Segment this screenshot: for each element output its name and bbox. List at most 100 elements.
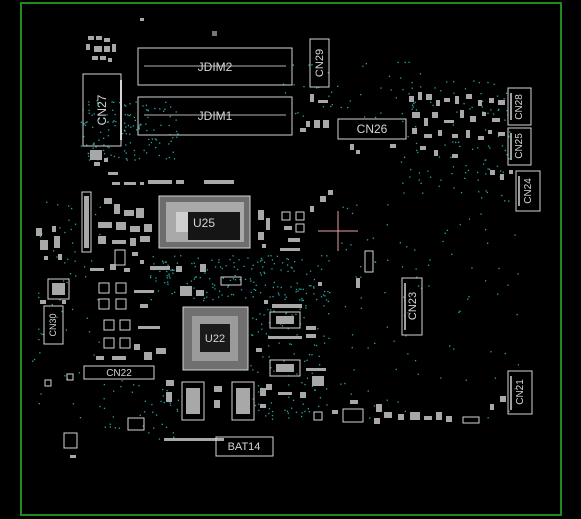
via-dot (39, 352, 41, 354)
via-dot (459, 310, 461, 312)
via-dot (304, 360, 306, 362)
via-dot (329, 292, 331, 294)
u25-chip[interactable]: U25 (158, 195, 251, 249)
via-dot (490, 109, 492, 111)
cn26-connector[interactable]: CN26 (337, 118, 407, 140)
via-dot (503, 98, 505, 100)
via-dot (505, 92, 508, 94)
via-dot (327, 300, 330, 303)
via-dot (465, 165, 467, 167)
via-dot (341, 242, 343, 244)
via-dot (162, 388, 164, 391)
via-dot (144, 400, 146, 402)
via-dot (486, 191, 488, 194)
via-dot (297, 290, 299, 292)
cn22-connector[interactable]: CN22 (83, 365, 155, 380)
cn29-connector[interactable]: CN29 (309, 38, 330, 88)
via-dot (483, 163, 485, 165)
via-dot (103, 398, 105, 400)
via-dot (172, 151, 174, 153)
cn23-connector[interactable]: CN23 (401, 277, 423, 336)
via-dot (233, 262, 235, 264)
via-dot (166, 389, 168, 392)
via-dot (92, 126, 94, 128)
via-dot (151, 138, 153, 140)
via-dot (135, 101, 137, 103)
via-dot (318, 405, 320, 407)
via-dot (252, 296, 254, 298)
via-dot (170, 269, 172, 272)
cn25-connector[interactable]: CN25 (507, 127, 532, 166)
via-dot (88, 104, 90, 106)
via-dot (351, 212, 354, 215)
via-dot (160, 400, 162, 402)
via-dot (388, 75, 391, 77)
via-dot (92, 147, 94, 149)
via-dot (169, 115, 171, 118)
via-dot (446, 229, 449, 231)
cn30-connector[interactable]: CN30 (43, 305, 64, 345)
cn28-connector[interactable]: CN28 (507, 87, 532, 126)
via-dot (276, 255, 279, 257)
via-dot (485, 229, 487, 231)
via-dot (124, 122, 126, 124)
u22-chip[interactable]: U22 (182, 306, 249, 371)
cn21-connector[interactable]: CN21 (507, 370, 533, 415)
via-dot (225, 265, 227, 267)
via-dot (464, 172, 467, 174)
jdim1-connector[interactable]: JDIM1 (137, 96, 293, 136)
via-dot (159, 142, 161, 144)
via-dot (88, 331, 91, 333)
via-dot (407, 312, 409, 314)
via-dot (418, 172, 421, 174)
via-dot (186, 282, 188, 285)
via-dot (86, 144, 88, 146)
jdim2-connector[interactable]: JDIM2 (137, 47, 293, 86)
u22-upper-parts (90, 264, 242, 360)
via-dot (281, 262, 284, 264)
u22-right-parts (256, 282, 326, 421)
via-dot (308, 354, 311, 356)
cn24-connector[interactable]: CN24 (515, 170, 541, 212)
via-dot (323, 290, 326, 293)
bat14-battery[interactable]: BAT14 (215, 436, 274, 457)
via-dot (477, 171, 479, 174)
via-dot (40, 393, 42, 395)
side-flex-connector (81, 191, 92, 253)
via-dot (331, 104, 333, 106)
via-dot (344, 306, 347, 308)
via-dot (267, 255, 270, 257)
via-dot (155, 280, 157, 282)
via-dot (471, 267, 473, 269)
via-dot (458, 141, 460, 143)
via-dot (133, 116, 135, 118)
via-dot (414, 249, 416, 251)
via-dot (451, 173, 453, 175)
via-dot (351, 347, 353, 349)
via-dot (227, 295, 229, 297)
via-dot (400, 77, 402, 79)
via-dot (127, 114, 129, 116)
cn27-connector[interactable]: CN27 (82, 73, 122, 147)
via-dot (32, 360, 34, 362)
via-dot (301, 415, 303, 418)
via-dot (403, 296, 405, 298)
via-dot (263, 261, 266, 263)
via-dot (114, 113, 116, 116)
via-dot (125, 158, 128, 160)
via-dot (360, 297, 362, 299)
u25-surrounding-parts (98, 190, 333, 266)
via-dot (112, 109, 114, 111)
via-dot (481, 106, 483, 108)
via-dot (129, 142, 132, 144)
via-dot (279, 323, 282, 325)
via-dot (175, 119, 177, 121)
via-dot (159, 108, 161, 110)
via-dot (264, 284, 266, 286)
via-dot (155, 146, 157, 149)
via-dot (106, 114, 108, 116)
via-dot (478, 191, 480, 193)
via-dot (287, 328, 289, 330)
via-dot (218, 259, 220, 261)
